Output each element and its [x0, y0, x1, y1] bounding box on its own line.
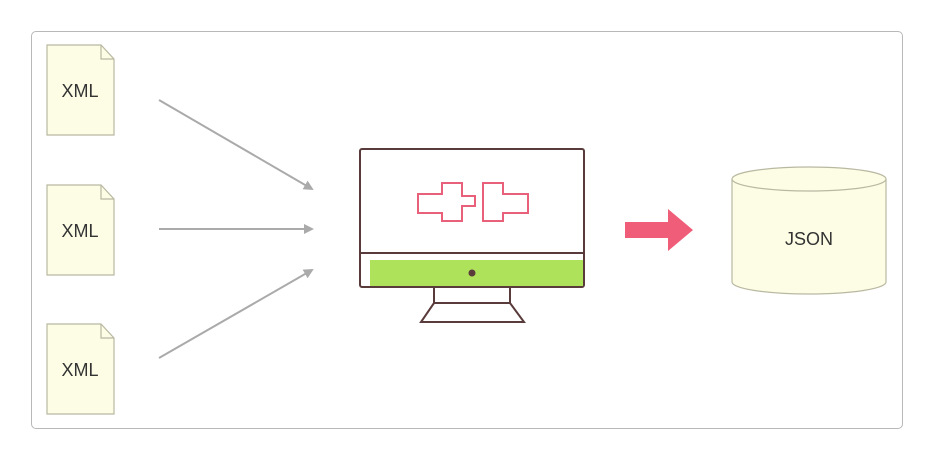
xml-document-label: XML	[61, 81, 98, 101]
database-cylinder-icon	[731, 179, 887, 295]
monitor-base-strip	[370, 260, 583, 286]
monitor-power-dot	[468, 269, 476, 277]
input-arrow-3	[158, 269, 314, 359]
document-icon	[46, 44, 115, 136]
computer-monitor-icon	[359, 148, 585, 323]
xml-document-label: XML	[61, 360, 98, 380]
xml-document-2: XML	[46, 184, 115, 276]
json-database: JSON	[731, 166, 887, 295]
input-arrow-1	[158, 99, 314, 191]
xml-document-3: XML	[46, 323, 115, 415]
document-icon	[46, 323, 115, 415]
json-database-label: JSON	[785, 229, 833, 249]
document-icon	[46, 184, 115, 276]
xml-document-label: XML	[61, 221, 98, 241]
diagram-frame	[31, 31, 903, 429]
plug-connector-icon	[417, 182, 529, 222]
right-arrow-icon	[625, 209, 693, 251]
xml-document-1: XML	[46, 44, 115, 136]
